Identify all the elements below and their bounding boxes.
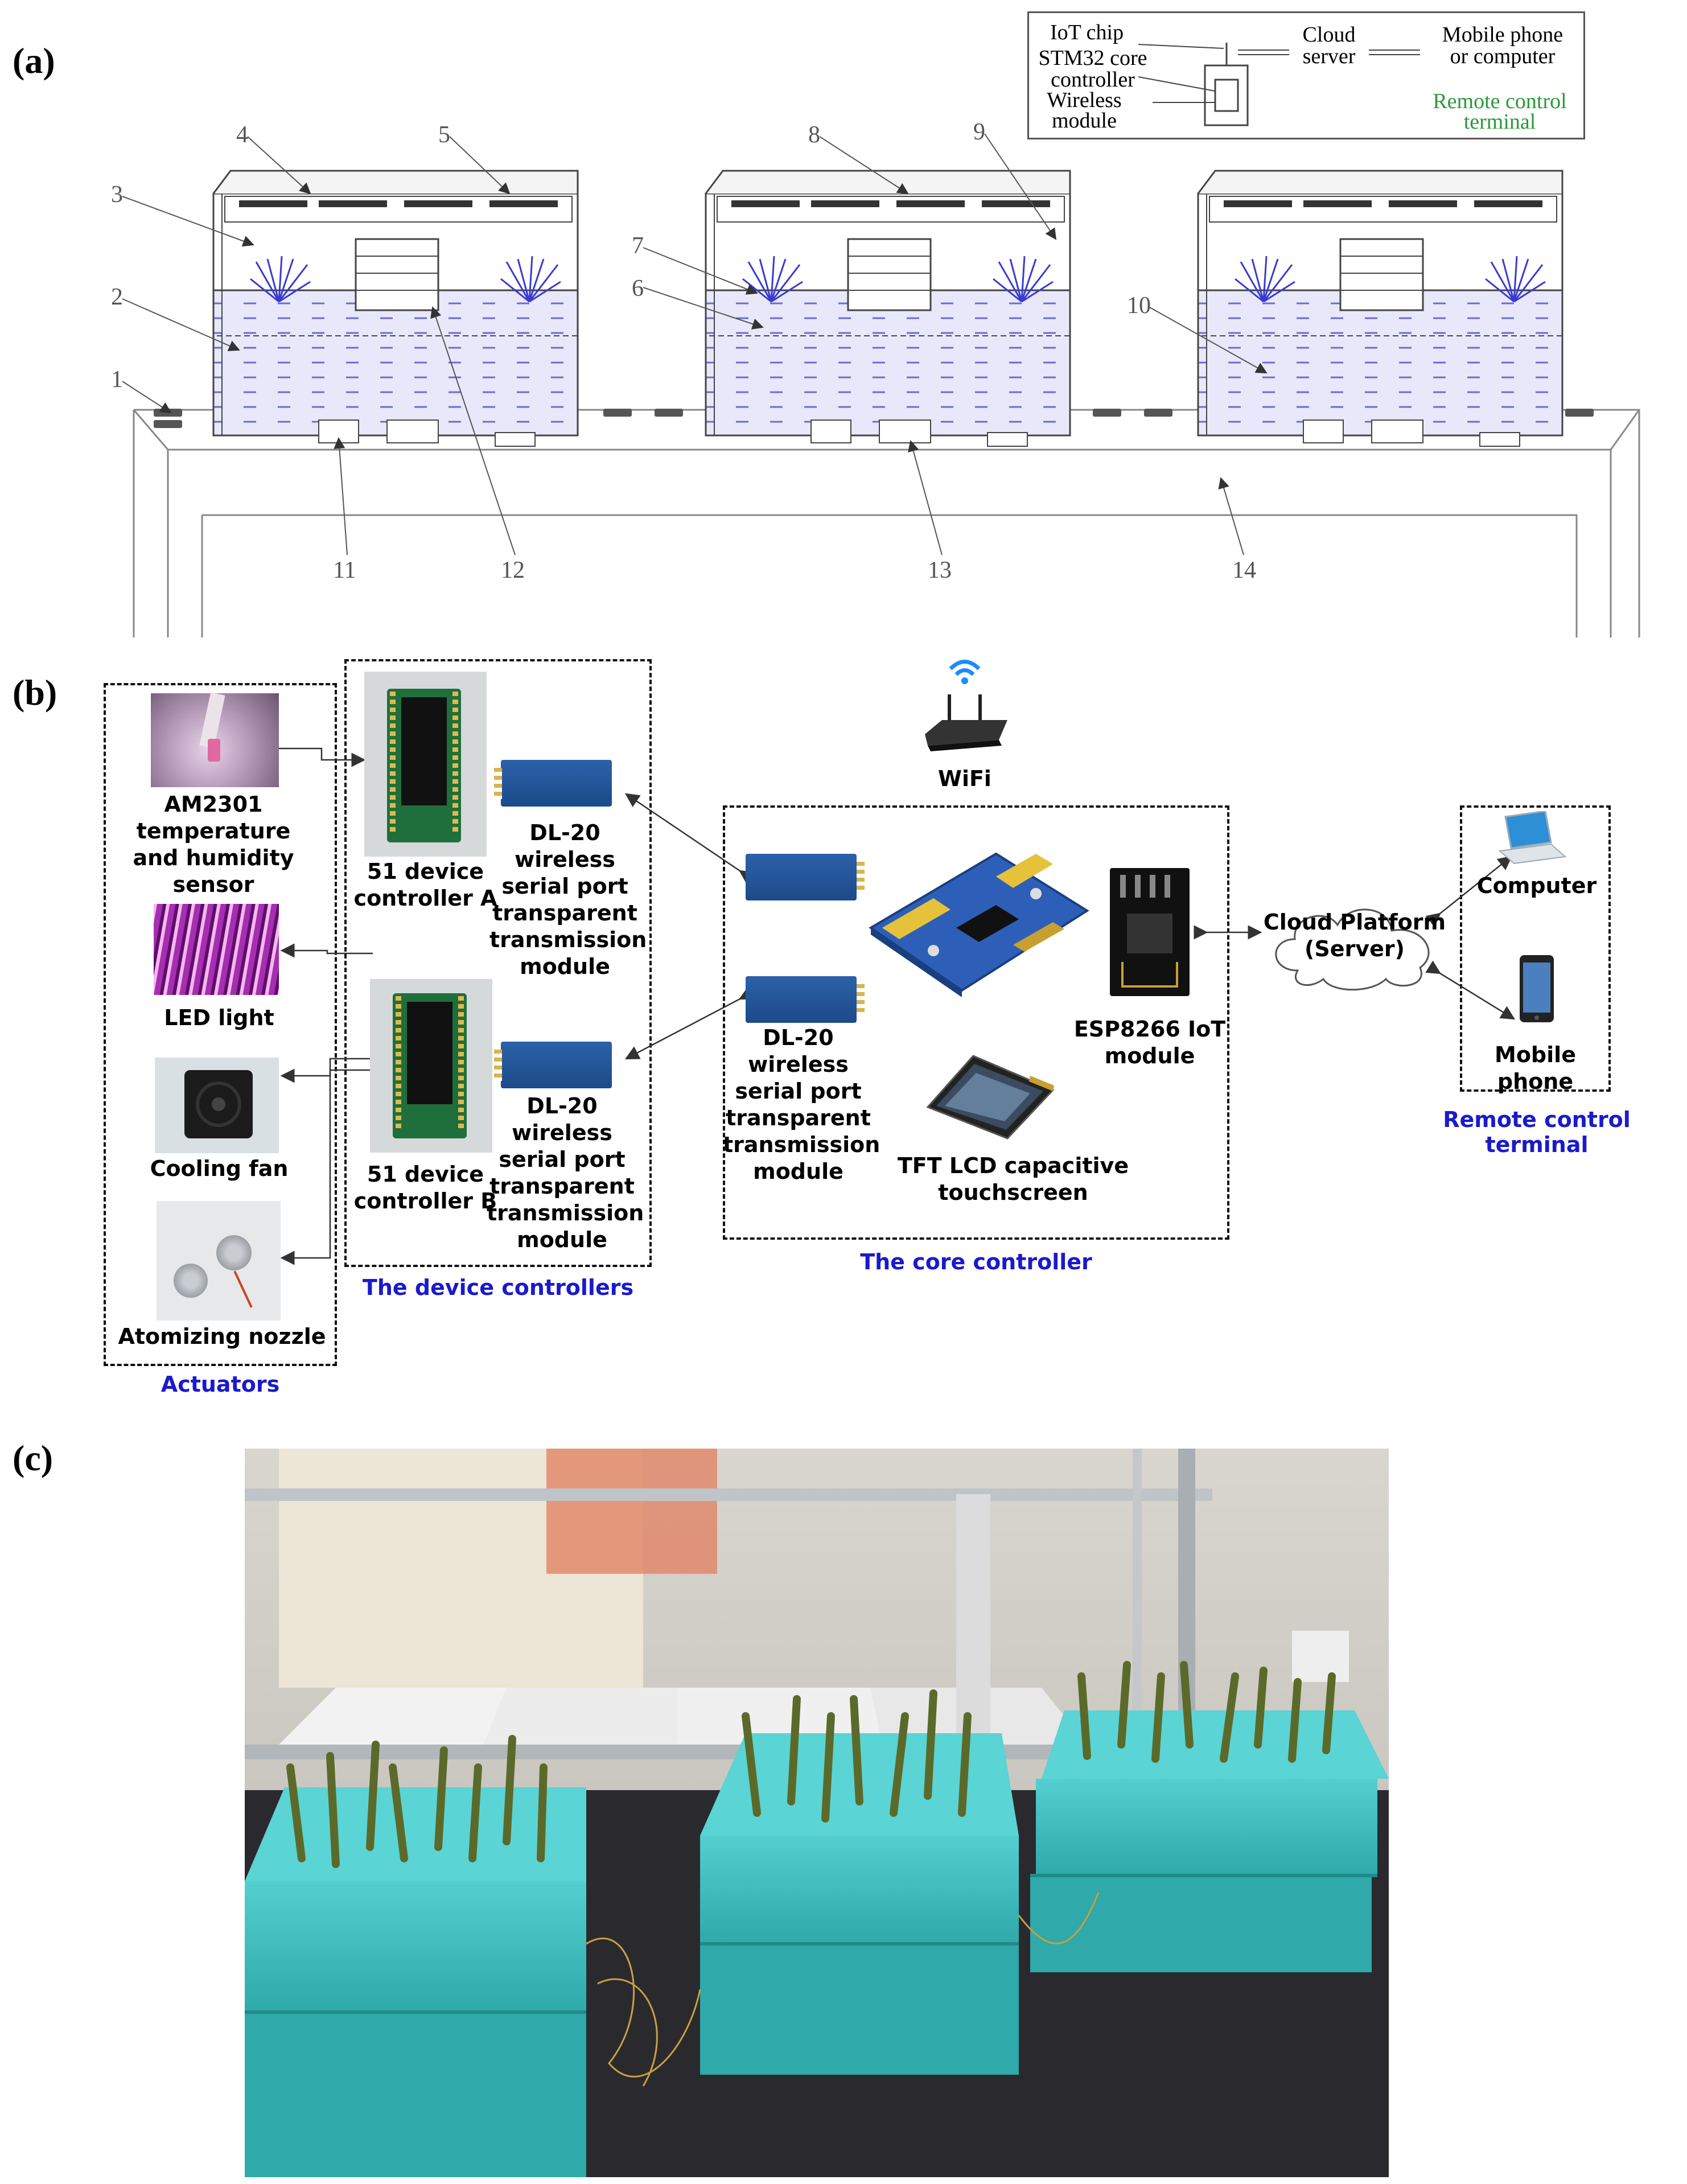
cooling-fan-label: Cooling fan [150,1156,289,1181]
dl20-core-photo-top [746,854,865,900]
computer-icon [1498,811,1567,865]
controller-b-label: 51 device controller B [353,1162,497,1214]
inset-wireless: Wireless module [1047,88,1122,133]
mobile-phone-icon [1520,955,1554,1022]
actuators-frame [104,683,337,1366]
dl20-b-photo [494,1042,612,1088]
stm32-board-photo [869,852,1089,997]
svg-text:9: 9 [973,119,985,145]
svg-text:12: 12 [501,557,525,583]
panel-label-b: (b) [13,672,57,713]
svg-text:4: 4 [236,122,248,148]
remote-terminal-frame [1460,805,1611,1092]
controller-a-label: 51 device controller A [353,859,497,911]
tft-touchscreen-photo [926,1055,1055,1140]
svg-text:14: 14 [1232,557,1256,583]
panel-b-connections [279,747,1516,1265]
cooling-fan-photo [155,1058,279,1153]
svg-text:1: 1 [111,367,123,393]
wifi-router-icon [925,660,1007,751]
remote-terminal-caption: Remote control terminal [1443,1107,1631,1157]
inset-stm32: STM32 core controller [1038,46,1147,92]
esp8266-photo [1110,868,1190,996]
svg-text:7: 7 [632,233,644,259]
device-controllers-frame [344,659,652,1267]
panel-a-schematic: 1 2 3 4 5 6 7 8 9 10 11 12 13 14 [111,119,1640,637]
iot-inset-box [1027,11,1585,139]
inset-cloud: Cloud server [1302,23,1356,68]
svg-text:11: 11 [333,557,356,583]
led-light-label: LED light [164,1005,274,1030]
svg-text:3: 3 [111,182,123,208]
mobile-phone-label: Mobile phone [1495,1042,1576,1094]
core-controller-caption: The core controller [860,1249,1092,1274]
panel-c-photo [245,1449,1389,2177]
device-controllers-caption: The device controllers [362,1275,634,1300]
controller-a-photo [364,672,487,857]
sensor-photo [151,692,279,787]
svg-text:2: 2 [111,284,123,310]
sensor-label: AM2301 temperature and humidity sensor [133,792,294,897]
iot-inset-drawing [1138,43,1420,126]
dl20-core-photo-bottom [746,976,865,1023]
tft-label: TFT LCD capacitive touchscreen [897,1153,1129,1205]
led-light-photo [154,904,279,995]
actuators-caption: Actuators [161,1372,280,1397]
controller-b-photo [370,979,492,1153]
atomizing-nozzle-photo [157,1201,281,1321]
dl20-core-label: DL-20 wireless serial port transparent t… [723,1025,880,1184]
panel-label-c: (c) [13,1438,54,1478]
svg-text:13: 13 [928,557,952,583]
svg-text:8: 8 [808,122,820,148]
panel-label-a: (a) [13,40,55,81]
cloud-platform-label: Cloud Platform (Server) [1263,910,1446,961]
dl20-a-photo [494,760,612,807]
esp8266-label: ESP8266 IoT module [1073,1017,1226,1068]
inset-iot-chip: IoT chip [1050,20,1124,44]
wifi-label: WiFi [938,766,991,791]
dl20-a-label: DL-20 wireless serial port transparent t… [489,820,647,979]
cultivation-box-1 [212,170,579,447]
svg-text:5: 5 [438,122,450,148]
dl20-b-label: DL-20 wireless serial port transparent t… [487,1093,644,1252]
inset-mobile: Mobile phone or computer [1442,23,1563,68]
computer-label: Computer [1476,873,1597,898]
inset-remote: Remote control terminal [1433,89,1567,134]
atomizing-nozzle-label: Atomizing nozzle [118,1324,326,1349]
table-frame [133,409,1640,637]
svg-text:6: 6 [632,275,644,302]
svg-text:10: 10 [1127,293,1151,319]
cloud-icon [1275,908,1430,991]
